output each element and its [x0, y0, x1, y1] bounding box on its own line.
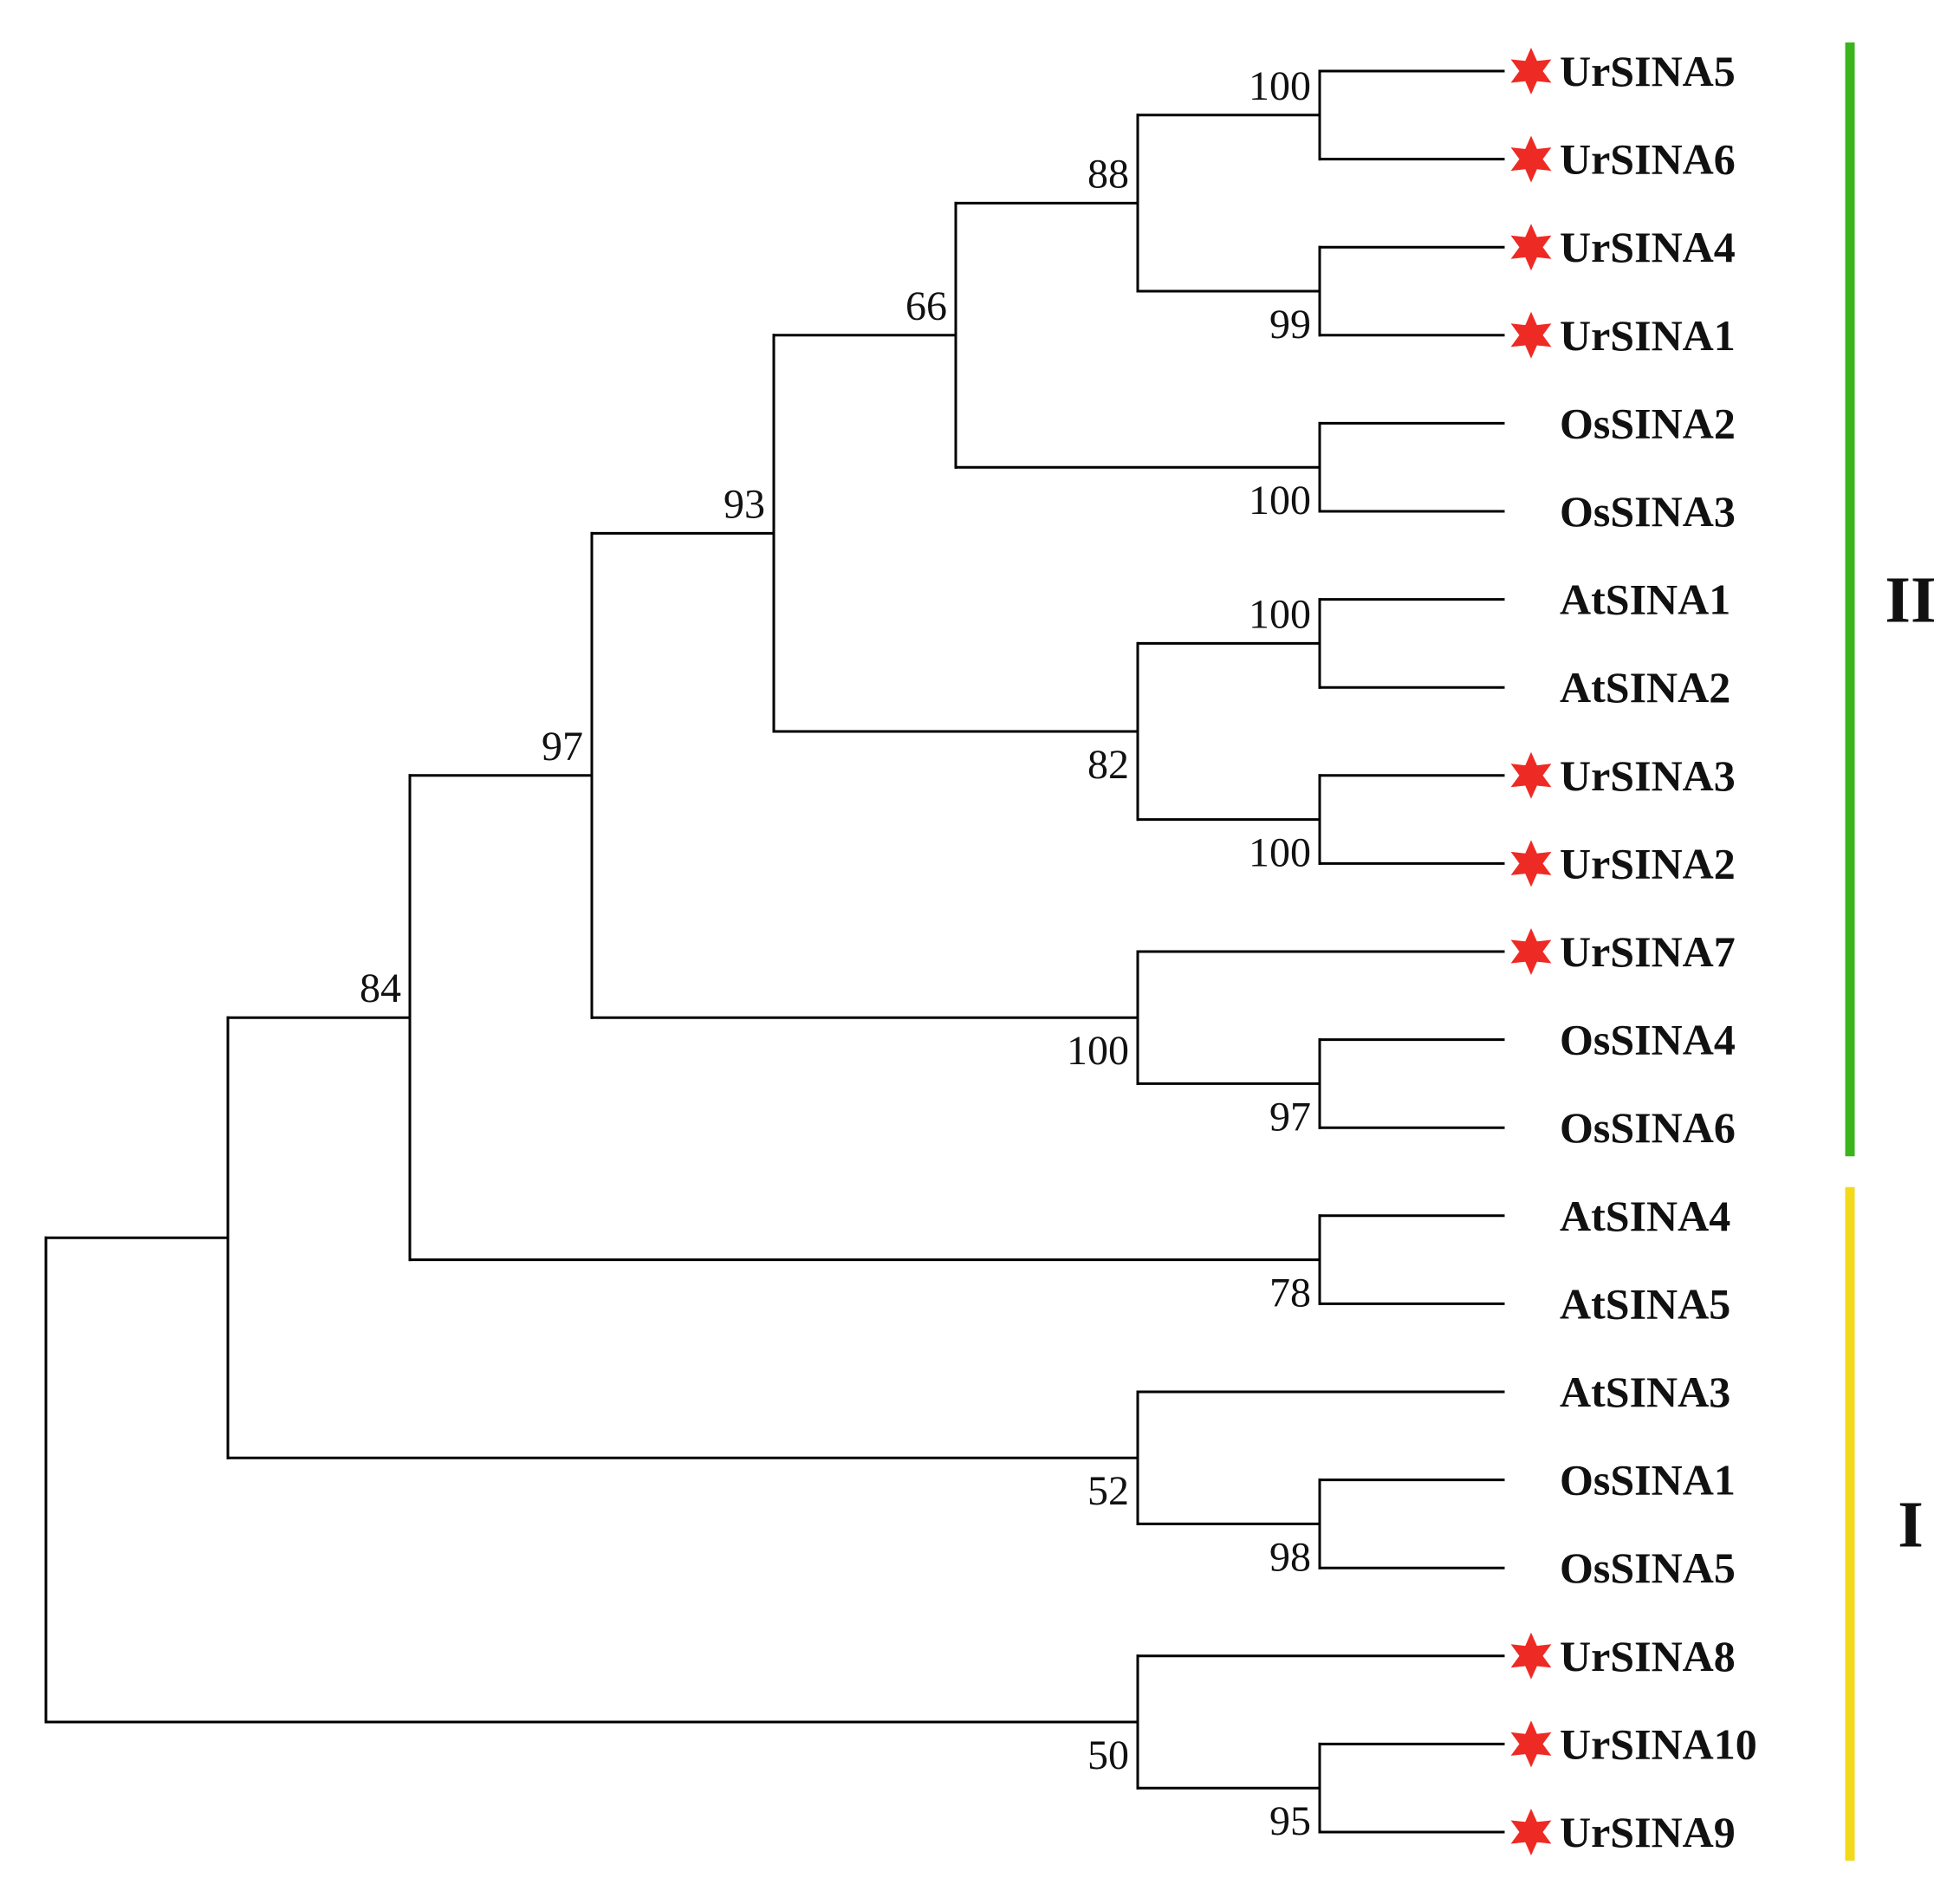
bootstrap-value: 82 — [1087, 742, 1129, 788]
clade-ii: II — [1845, 42, 1937, 1157]
bootstrap-value: 52 — [1087, 1468, 1129, 1514]
leaf-atsina2: AtSINA2 — [1560, 663, 1730, 712]
leaf-ursina9: UrSINA9 — [1510, 1808, 1736, 1856]
leaf-ursina10: UrSINA10 — [1510, 1719, 1757, 1768]
leaf-label: AtSINA5 — [1560, 1279, 1730, 1328]
star-icon — [1510, 751, 1552, 799]
bootstrap-value: 100 — [1249, 63, 1311, 109]
leaf-atsina1: AtSINA1 — [1560, 575, 1730, 624]
leaf-label: OsSINA4 — [1560, 1016, 1736, 1064]
star-icon — [1510, 1809, 1552, 1855]
leaf-ursina4: UrSINA4 — [1510, 223, 1736, 271]
leaf-ossina3: OsSINA3 — [1560, 487, 1736, 536]
leaf-label: OsSINA6 — [1560, 1103, 1736, 1152]
leaf-label: AtSINA1 — [1560, 575, 1730, 624]
bootstrap-value: 84 — [360, 965, 401, 1011]
leaf-ossina1: OsSINA1 — [1560, 1456, 1736, 1504]
bootstrap-value: 100 — [1067, 1028, 1129, 1074]
clade-i: I — [1845, 1186, 1924, 1861]
bootstrap-values: 84 97 93 66 88 100 99 100 82 100 100 100 97 78 52 98 50 9… — [360, 63, 1311, 1844]
leaf-label: OsSINA1 — [1560, 1456, 1736, 1504]
clade-label: I — [1898, 1488, 1924, 1561]
star-icon — [1510, 135, 1552, 183]
leaf-label: OsSINA5 — [1560, 1543, 1736, 1592]
leaf-label: AtSINA3 — [1560, 1368, 1730, 1416]
star-icon — [1510, 1632, 1552, 1680]
bootstrap-value: 98 — [1269, 1534, 1311, 1580]
star-icon — [1510, 224, 1552, 271]
star-icon — [1510, 840, 1552, 887]
star-icon — [1510, 1720, 1552, 1768]
bootstrap-value: 66 — [905, 283, 947, 329]
leaf-label: UrSINA10 — [1560, 1719, 1757, 1768]
bootstrap-value: 93 — [724, 481, 765, 527]
leaf-label: UrSINA1 — [1560, 311, 1736, 360]
leaf-atsina3: AtSINA3 — [1560, 1368, 1730, 1416]
leaf-ursina6: UrSINA6 — [1510, 135, 1736, 184]
tree-branches — [44, 69, 1505, 1834]
bootstrap-value: 100 — [1249, 830, 1311, 876]
leaf-labels: UrSINA5UrSINA6UrSINA4UrSINA1OsSINA2OsSIN… — [1510, 47, 1757, 1856]
leaf-label: UrSINA8 — [1560, 1632, 1736, 1680]
leaf-ursina5: UrSINA5 — [1510, 47, 1736, 95]
leaf-label: OsSINA2 — [1560, 399, 1736, 447]
star-icon — [1510, 48, 1552, 94]
leaf-label: UrSINA2 — [1560, 839, 1736, 887]
star-icon — [1510, 311, 1552, 359]
leaf-label: AtSINA4 — [1560, 1192, 1730, 1240]
leaf-ursina8: UrSINA8 — [1510, 1632, 1736, 1680]
leaf-ossina2: OsSINA2 — [1560, 399, 1736, 447]
leaf-ossina5: OsSINA5 — [1560, 1543, 1736, 1592]
bootstrap-value: 99 — [1269, 302, 1311, 348]
leaf-label: UrSINA7 — [1560, 927, 1736, 976]
leaf-ursina7: UrSINA7 — [1510, 927, 1736, 976]
leaf-label: OsSINA3 — [1560, 487, 1736, 536]
leaf-label: UrSINA3 — [1560, 751, 1736, 800]
leaf-ossina6: OsSINA6 — [1560, 1103, 1736, 1152]
leaf-ursina2: UrSINA2 — [1510, 839, 1736, 887]
bootstrap-value: 100 — [1249, 478, 1311, 523]
bootstrap-value: 95 — [1269, 1798, 1311, 1844]
bootstrap-value: 50 — [1087, 1732, 1129, 1778]
clade-bars: III — [1845, 42, 1937, 1861]
leaf-atsina4: AtSINA4 — [1560, 1192, 1730, 1240]
leaf-label: UrSINA9 — [1560, 1808, 1736, 1856]
clade-label: II — [1885, 564, 1936, 637]
leaf-label: AtSINA2 — [1560, 663, 1730, 712]
leaf-atsina5: AtSINA5 — [1560, 1279, 1730, 1328]
bootstrap-value: 88 — [1087, 151, 1129, 197]
leaf-label: UrSINA5 — [1560, 47, 1736, 95]
bootstrap-value: 97 — [1269, 1094, 1311, 1140]
leaf-ursina1: UrSINA1 — [1510, 311, 1736, 360]
bootstrap-value: 97 — [542, 724, 583, 770]
star-icon — [1510, 928, 1552, 975]
leaf-ossina4: OsSINA4 — [1560, 1016, 1736, 1064]
leaf-label: UrSINA4 — [1560, 223, 1736, 271]
leaf-ursina3: UrSINA3 — [1510, 751, 1736, 800]
leaf-label: UrSINA6 — [1560, 135, 1736, 184]
bootstrap-value: 78 — [1269, 1270, 1311, 1316]
bootstrap-value: 100 — [1249, 591, 1311, 637]
